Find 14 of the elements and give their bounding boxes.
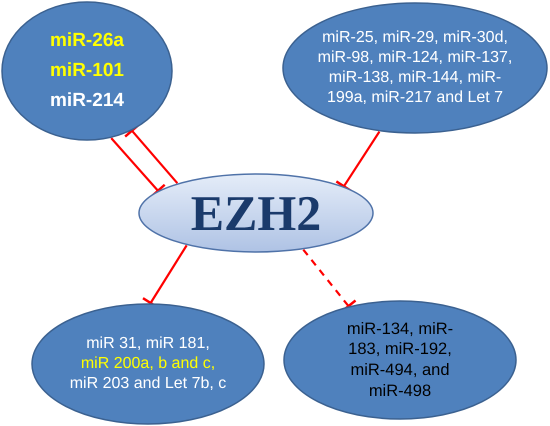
mirna-text: miR 200a, b and c, xyxy=(80,354,216,374)
central-ellipse xyxy=(138,173,374,253)
mirna-ellipse xyxy=(283,300,517,420)
mirna-text: miR-214 xyxy=(49,88,125,113)
mirna-ellipse xyxy=(1,1,173,141)
mirna-ellipse xyxy=(31,303,265,425)
gene-label: EZH2 xyxy=(190,188,322,238)
mirna-text: miR-134, miR-183, miR-192, miR-494, and miR-498 xyxy=(346,318,454,402)
mirna-text: miR-26a xyxy=(49,29,125,54)
mirna-text: miR 203 and Let 7b, c xyxy=(68,374,228,394)
mirna-text: miR 31, miR 181, xyxy=(85,334,211,354)
mirna-text: miR-101 xyxy=(49,59,125,83)
mirna-ellipse xyxy=(282,2,548,134)
mirna-text: miR-25, miR-29, miR-30d, miR-98, miR-124, miR-137, miR-138, miR-144, miR-199a, miR-217 and Let 7 xyxy=(316,28,514,108)
